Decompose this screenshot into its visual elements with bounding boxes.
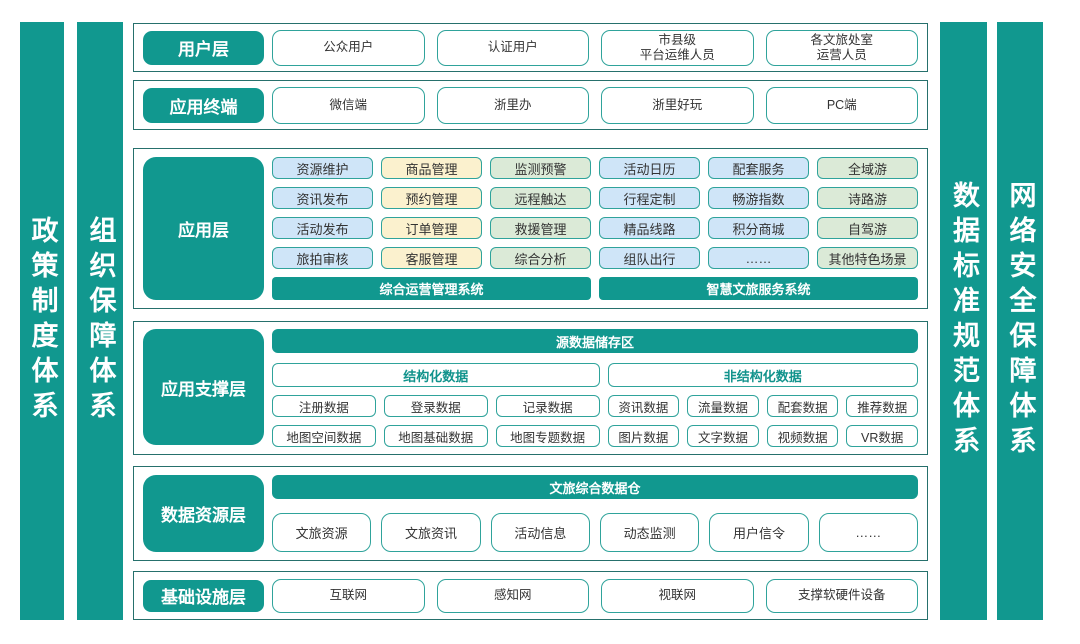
resource-layer-row: 数据资源层 文旅综合数据仓 文旅资源 文旅资讯 活动信息 动态监测 用户信令 …… (133, 466, 928, 561)
app-chip: 远程触达 (490, 187, 591, 209)
app-chip: 精品线路 (599, 217, 700, 239)
application-grid: 资源维护 商品管理 监测预警 活动日历 配套服务 全域游 资讯发布 预约管理 远… (272, 157, 918, 300)
structured-data-header: 结构化数据 (272, 363, 600, 387)
data-chip: 推荐数据 (846, 395, 919, 417)
app-chip: 旅拍审核 (272, 247, 373, 269)
resource-chip: 用户信令 (709, 513, 809, 552)
infrastructure-layer-row: 基础设施层 互联网 感知网 视联网 支撑软硬件设备 (133, 571, 928, 620)
pillar-network-security-system: 网络安全保障体系 (997, 22, 1043, 620)
data-chip: VR数据 (846, 425, 919, 447)
infrastructure-items: 互联网 感知网 视联网 支撑软硬件设备 (272, 578, 918, 613)
support-layer-label: 应用支撑层 (143, 329, 264, 445)
terminal-box-wechat: 微信端 (272, 86, 425, 124)
terminal-box-zhelihaowan: 浙里好玩 (601, 86, 754, 124)
app-chip: 活动日历 (599, 157, 700, 179)
unstructured-data-group: 非结构化数据 资讯数据 流量数据 配套数据 推荐数据 图片数据 文字数据 视频数… (607, 363, 919, 447)
user-box-certified: 认证用户 (436, 29, 589, 66)
data-chip: 配套数据 (766, 395, 839, 417)
resource-layer-label: 数据资源层 (143, 475, 264, 552)
terminal-box-zheliban: 浙里办 (436, 86, 589, 124)
pillar-data-standard-system-label: 数据标准规范体系 (949, 181, 979, 461)
terminal-box-pc: PC端 (765, 86, 918, 124)
pillar-organization-system-label: 组织保障体系 (85, 216, 116, 426)
app-chip: …… (708, 247, 809, 269)
unstructured-row-2: 图片数据 文字数据 视频数据 VR数据 (607, 425, 919, 447)
user-box-dept-ops: 各文旅处室 运营人员 (765, 29, 918, 66)
pillar-organization-system: 组织保障体系 (77, 22, 123, 620)
structured-row-2: 地图空间数据 地图基础数据 地图专题数据 (272, 425, 600, 447)
resource-chip: …… (818, 513, 918, 552)
app-chip: 资源维护 (272, 157, 373, 179)
app-chip: 全域游 (817, 157, 918, 179)
pillar-policy-system: 政策制度体系 (20, 22, 64, 620)
support-layer-row: 应用支撑层 源数据储存区 结构化数据 注册数据 登录数据 记录数据 地图空间数据… (133, 321, 928, 455)
resource-chip: 文旅资讯 (381, 513, 481, 552)
data-chip: 视频数据 (766, 425, 839, 447)
data-chip: 登录数据 (383, 395, 488, 417)
app-chip: 监测预警 (490, 157, 591, 179)
resource-chip: 动态监测 (599, 513, 700, 552)
app-chip: 畅游指数 (708, 187, 809, 209)
structured-row-1: 注册数据 登录数据 记录数据 (272, 395, 600, 417)
pillar-data-standard-system: 数据标准规范体系 (940, 22, 987, 620)
infra-box-hardware-software: 支撑软硬件设备 (765, 578, 918, 613)
unstructured-row-1: 资讯数据 流量数据 配套数据 推荐数据 (607, 395, 919, 417)
tourism-data-warehouse-banner: 文旅综合数据仓 (272, 475, 918, 499)
resource-items: 文旅资源 文旅资讯 活动信息 动态监测 用户信令 …… (272, 513, 918, 552)
app-chip: 活动发布 (272, 217, 373, 239)
system-bar-smart-tourism: 智慧文旅服务系统 (599, 277, 918, 300)
app-chip: 救援管理 (490, 217, 591, 239)
user-layer-label: 用户层 (143, 30, 264, 65)
terminal-layer-row: 应用终端 微信端 浙里办 浙里好玩 PC端 (133, 80, 928, 130)
data-chip: 注册数据 (272, 395, 376, 417)
app-chip: 资讯发布 (272, 187, 373, 209)
support-layer-content: 源数据储存区 结构化数据 注册数据 登录数据 记录数据 地图空间数据 地图基础数… (272, 329, 919, 447)
app-chip: 组队出行 (599, 247, 700, 269)
structured-data-group: 结构化数据 注册数据 登录数据 记录数据 地图空间数据 地图基础数据 地图专题数… (272, 363, 600, 447)
data-chip: 记录数据 (495, 395, 600, 417)
data-chip: 地图基础数据 (383, 425, 488, 447)
source-data-storage-banner: 源数据储存区 (272, 329, 918, 353)
app-chip: 自驾游 (817, 217, 918, 239)
pillar-policy-system-label: 政策制度体系 (27, 216, 58, 426)
user-box-city-county-ops: 市县级 平台运维人员 (601, 29, 754, 66)
app-chip: 诗路游 (817, 187, 918, 209)
resource-chip: 文旅资源 (272, 513, 372, 552)
data-chip: 图片数据 (607, 425, 680, 447)
infrastructure-layer-label: 基础设施层 (143, 579, 264, 612)
terminal-layer-items: 微信端 浙里办 浙里好玩 PC端 (272, 86, 918, 124)
system-bar-operations: 综合运营管理系统 (272, 277, 591, 300)
resource-layer-content: 文旅综合数据仓 文旅资源 文旅资讯 活动信息 动态监测 用户信令 …… (272, 475, 918, 552)
app-chip: 配套服务 (708, 157, 809, 179)
app-chip: 其他特色场景 (817, 247, 918, 269)
app-chip: 客服管理 (381, 247, 482, 269)
data-chip: 资讯数据 (607, 395, 680, 417)
data-chip: 地图专题数据 (495, 425, 600, 447)
resource-chip: 活动信息 (490, 513, 590, 552)
data-chip: 文字数据 (687, 425, 759, 447)
app-chip: 订单管理 (381, 217, 482, 239)
app-chip: 综合分析 (490, 247, 591, 269)
unstructured-data-header: 非结构化数据 (607, 363, 918, 387)
infra-box-video-network: 视联网 (601, 578, 754, 613)
app-chip: 积分商城 (708, 217, 809, 239)
infra-box-sensing-network: 感知网 (436, 578, 589, 613)
app-chip: 预约管理 (381, 187, 482, 209)
data-chip: 地图空间数据 (272, 425, 376, 447)
app-chip: 商品管理 (381, 157, 482, 179)
user-box-public: 公众用户 (272, 29, 425, 66)
terminal-layer-label: 应用终端 (143, 87, 264, 123)
data-chip: 流量数据 (687, 395, 759, 417)
user-layer-items: 公众用户 认证用户 市县级 平台运维人员 各文旅处室 运营人员 (272, 29, 918, 66)
infra-box-internet: 互联网 (272, 578, 425, 613)
application-layer-row: 应用层 资源维护 商品管理 监测预警 活动日历 配套服务 全域游 资讯发布 预约… (133, 148, 928, 309)
user-layer-row: 用户层 公众用户 认证用户 市县级 平台运维人员 各文旅处室 运营人员 (133, 23, 928, 72)
app-chip: 行程定制 (599, 187, 700, 209)
pillar-network-security-system-label: 网络安全保障体系 (1005, 181, 1036, 461)
data-groups: 结构化数据 注册数据 登录数据 记录数据 地图空间数据 地图基础数据 地图专题数… (272, 363, 919, 447)
application-layer-label: 应用层 (143, 157, 264, 300)
